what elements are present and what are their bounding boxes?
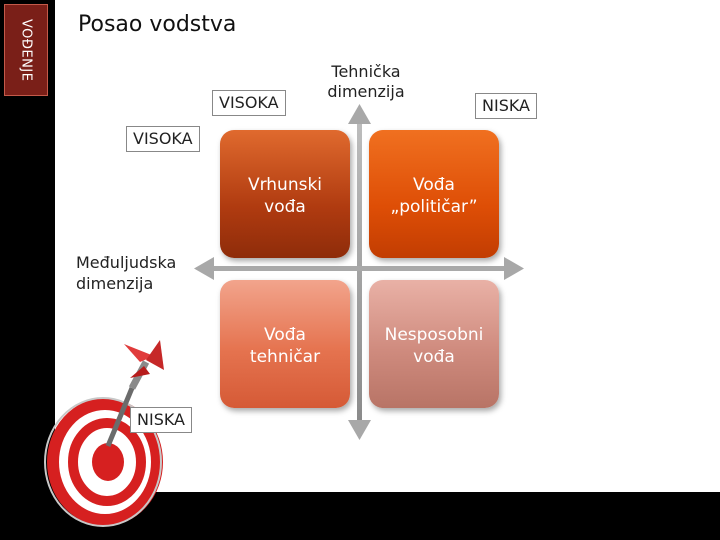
vertical-axis-label: Tehnička dimenzija (326, 62, 406, 102)
dart-icon (105, 340, 164, 447)
top-low-label: NISKA (475, 93, 537, 119)
vertical-axis-arrow-top (348, 104, 371, 124)
quadrant-label-line2: vođa (413, 347, 455, 367)
quadrant-top-left: Vrhunski vođa (220, 130, 350, 258)
quadrant-label-line1: Vrhunski (247, 175, 323, 195)
quadrant-label-line1: Nesposobni (384, 325, 484, 345)
left-low-label: NISKA (130, 407, 192, 433)
quadrant-label-line2: vođa (264, 197, 306, 217)
section-tab-label: VOĐENJE (18, 18, 34, 82)
quadrant-label-line2: „političar” (390, 197, 478, 217)
quadrant-top-right: Vođa „političar” (369, 130, 499, 258)
horizontal-axis-label-line1: Međuljudska (76, 253, 177, 272)
quadrant-label-line1: Vođa (264, 325, 306, 345)
vertical-axis-label-line2: dimenzija (327, 82, 405, 101)
horizontal-axis (210, 266, 510, 271)
horizontal-axis-arrow-left (194, 257, 214, 280)
horizontal-axis-label-line2: dimenzija (76, 274, 154, 293)
vertical-axis (357, 120, 362, 425)
horizontal-axis-arrow-right (504, 257, 524, 280)
left-high-label: VISOKA (126, 126, 200, 152)
vertical-axis-arrow-bottom (348, 420, 371, 440)
vertical-axis-label-line1: Tehnička (331, 62, 401, 81)
top-high-label: VISOKA (212, 90, 286, 116)
quadrant-label-line2: tehničar (249, 347, 321, 367)
page-title: Posao vodstva (78, 12, 237, 37)
quadrant-bottom-left: Vođa tehničar (220, 280, 350, 408)
section-tab: VOĐENJE (4, 4, 48, 96)
dartboard-target-icon (44, 397, 163, 527)
quadrant-label-line1: Vođa (413, 175, 455, 195)
horizontal-axis-label: Međuljudska dimenzija (76, 252, 176, 294)
quadrant-bottom-right: Nesposobni vođa (369, 280, 499, 408)
